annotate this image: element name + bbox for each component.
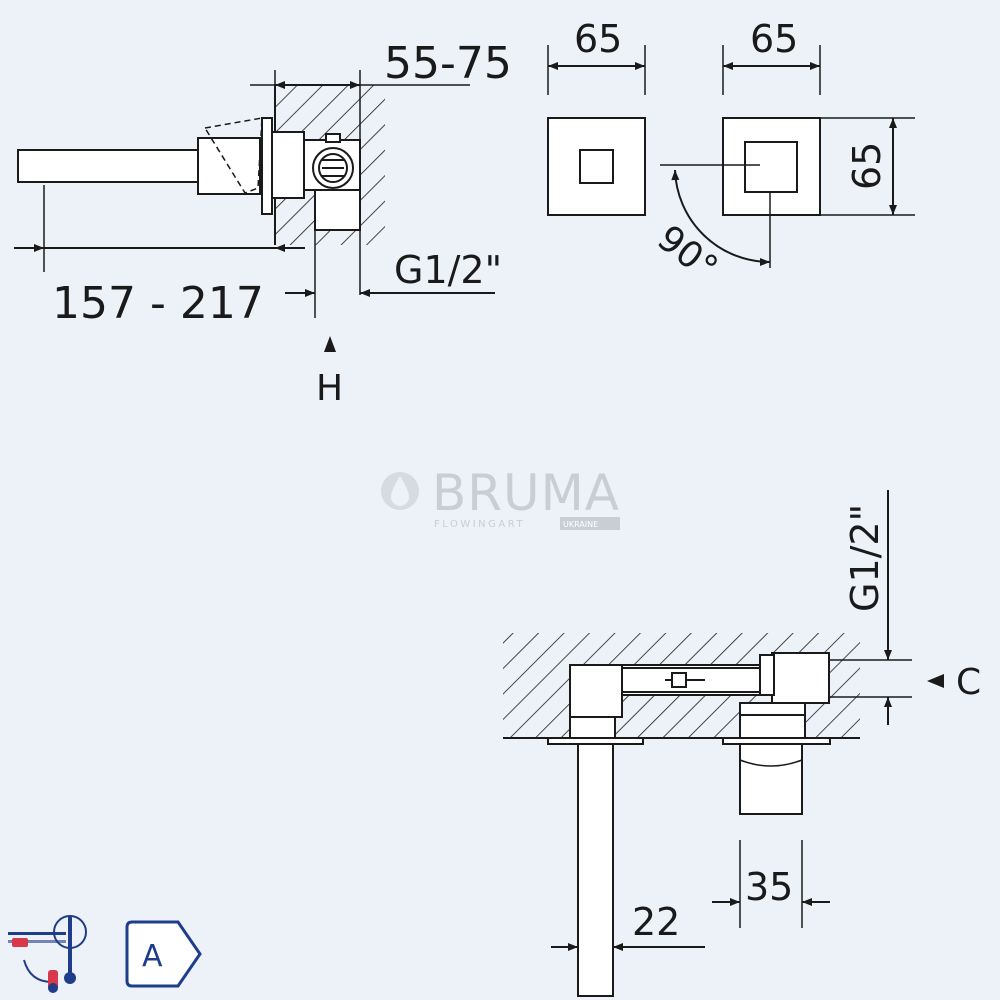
wall-plate xyxy=(261,117,273,215)
plan-spout-block xyxy=(569,664,623,718)
h-label: H xyxy=(316,368,343,409)
watermark: BRUMA FLOWINGART UKRAINE xyxy=(381,464,620,530)
height-label: 65 xyxy=(845,142,889,190)
length-dimension-label: 157 - 217 xyxy=(52,278,264,329)
width-right-label: 65 xyxy=(750,17,798,61)
plan-mixer-block xyxy=(771,652,830,704)
brand-name: BRUMA xyxy=(432,464,620,522)
c-label: C xyxy=(956,662,981,703)
front-views: 65 65 65 90° xyxy=(547,17,915,290)
width-left-label: 65 xyxy=(574,17,622,61)
dim-22-label: 22 xyxy=(632,900,680,944)
cartridge-temperature-icon xyxy=(8,915,87,993)
plan-spout-tube xyxy=(577,743,614,997)
pipe-connector xyxy=(314,189,361,231)
c-arrow xyxy=(927,674,944,688)
h-arrow xyxy=(324,336,336,352)
side-thread-label: G1/2" xyxy=(394,248,502,292)
energy-class-badge: A xyxy=(125,920,202,988)
depth-dimension-label: 55-75 xyxy=(384,38,512,89)
plan-view: G1/2" C 35 22 xyxy=(503,490,981,997)
energy-class-letter: A xyxy=(142,939,163,974)
dim-35-label: 35 xyxy=(745,865,793,909)
spout xyxy=(17,149,199,183)
plan-thread-label: G1/2" xyxy=(843,504,887,612)
plan-handle xyxy=(739,743,803,815)
angle-label: 90° xyxy=(649,218,725,290)
brand-badge: UKRAINE xyxy=(563,520,598,529)
side-view: 55-75 157 - 217 G1/2" H xyxy=(14,38,512,409)
brand-subtitle: FLOWINGART xyxy=(434,519,525,530)
